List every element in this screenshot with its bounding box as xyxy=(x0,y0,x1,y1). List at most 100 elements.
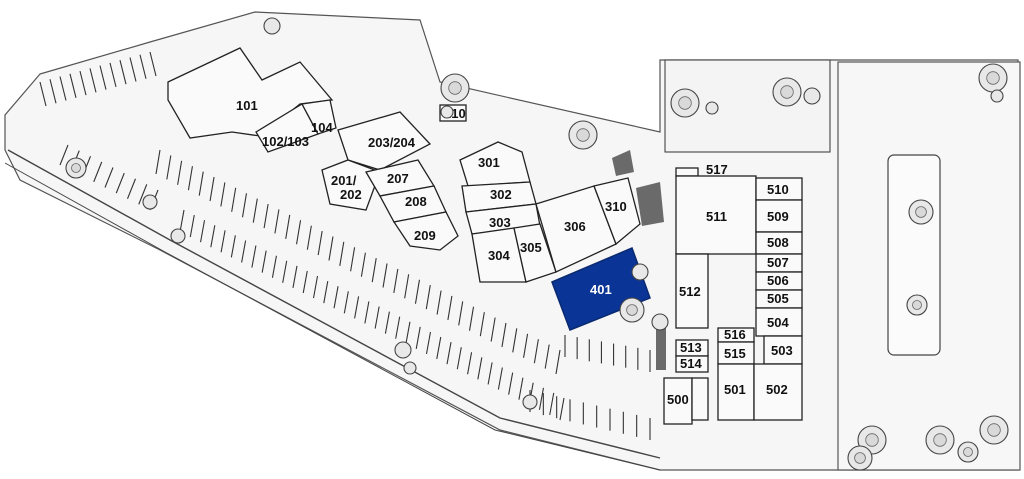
unit-302-label: 302 xyxy=(490,187,512,202)
parking-stall xyxy=(395,316,401,339)
building-503[interactable] xyxy=(763,335,803,365)
parking-stall xyxy=(241,240,247,263)
parking-stall xyxy=(274,209,280,234)
building-501[interactable] xyxy=(717,363,755,421)
parking-stall xyxy=(209,176,215,202)
parking-stall xyxy=(456,347,462,370)
parking-stall xyxy=(179,209,185,233)
building-500-annex xyxy=(691,377,709,421)
unit-515-label: 515 xyxy=(724,346,746,361)
parking-stall xyxy=(252,198,258,223)
parking-stall xyxy=(468,306,475,331)
unit-503-label: 503 xyxy=(771,343,793,358)
building-310[interactable] xyxy=(593,177,641,246)
building-514[interactable] xyxy=(675,355,709,373)
parking-stall xyxy=(282,260,288,283)
building-512[interactable] xyxy=(675,253,709,329)
road-curb-inner xyxy=(4,162,661,471)
building-504[interactable] xyxy=(755,307,803,337)
tree-core xyxy=(963,447,973,457)
tree-core xyxy=(912,300,922,310)
parking-stall xyxy=(339,241,345,266)
parking-stall xyxy=(306,225,312,250)
parking-stall xyxy=(374,306,380,329)
parking-stall xyxy=(295,220,302,245)
parking-stall xyxy=(59,76,67,101)
parking-stall xyxy=(187,166,193,191)
tree xyxy=(651,313,669,331)
tree xyxy=(990,89,1004,103)
tree xyxy=(394,341,412,359)
unit-504-label: 504 xyxy=(767,315,789,330)
parking-stall xyxy=(292,265,298,288)
unit-509-label: 509 xyxy=(767,209,789,224)
parking-stall xyxy=(371,258,377,283)
parking-stall xyxy=(323,281,329,304)
parking-stall xyxy=(149,51,157,77)
parking-stall xyxy=(126,178,137,199)
building-201-202[interactable] xyxy=(321,159,381,211)
parking-stall xyxy=(49,79,57,104)
parking-stall xyxy=(490,317,496,342)
parking-stall xyxy=(425,331,432,355)
parking-stall xyxy=(559,397,565,421)
unit-401-label: 401 xyxy=(590,282,612,297)
parking-stall xyxy=(384,311,390,334)
parking-stall xyxy=(343,291,349,314)
building-209[interactable] xyxy=(392,211,459,251)
unit-500-label: 500 xyxy=(667,392,689,407)
parking-stall xyxy=(271,255,277,278)
unit-201-202-label-a: 201/ xyxy=(331,173,357,188)
parking-stall xyxy=(220,230,226,253)
unit-102-103-label: 102/103 xyxy=(262,134,309,149)
unit-505-label: 505 xyxy=(767,291,789,306)
parking-stall xyxy=(210,225,216,248)
parking-stall xyxy=(404,274,410,299)
parking-stall xyxy=(59,144,69,166)
parking-stall xyxy=(328,236,334,261)
building-401-highlighted[interactable] xyxy=(551,246,651,331)
unit-301-label: 301 xyxy=(478,155,500,170)
parking-stall xyxy=(230,235,236,258)
unit-201-202-label-b: 202 xyxy=(340,187,362,202)
building-101[interactable] xyxy=(167,47,334,139)
parking-stall xyxy=(518,377,524,400)
parking-stall xyxy=(129,57,137,82)
parking-stall xyxy=(382,263,388,288)
building-301[interactable] xyxy=(459,141,531,187)
parking-stall xyxy=(89,68,97,93)
tree-core xyxy=(780,85,794,99)
parking-stall xyxy=(393,268,399,294)
building-502[interactable] xyxy=(753,363,803,421)
unit-516-label: 516 xyxy=(724,327,746,342)
building-517[interactable] xyxy=(675,167,699,177)
parking-stall xyxy=(467,352,473,375)
building-509[interactable] xyxy=(755,199,803,233)
tree-core xyxy=(986,71,1000,85)
unit-104-label: 104 xyxy=(311,120,333,135)
building-203-204[interactable] xyxy=(337,111,432,171)
unit-512-label: 512 xyxy=(679,284,701,299)
parking-stall xyxy=(177,160,183,185)
unit-511-label: 511 xyxy=(706,209,727,224)
parking-stall xyxy=(350,247,356,272)
building-511[interactable] xyxy=(675,175,757,255)
parking-stall xyxy=(93,161,103,183)
parking-stall xyxy=(99,65,107,90)
parking-stall xyxy=(155,149,161,175)
unit-507-label: 507 xyxy=(767,255,789,270)
unit-502-label: 502 xyxy=(766,382,788,397)
planter-strip xyxy=(636,182,664,226)
parking-stall xyxy=(501,322,507,348)
parking-stall xyxy=(199,220,206,243)
building-104[interactable] xyxy=(300,99,337,135)
parking-stall xyxy=(436,290,442,315)
tree xyxy=(263,17,281,35)
unit-207-label: 207 xyxy=(387,171,409,186)
parking-stall xyxy=(79,70,87,96)
unit-303-label: 303 xyxy=(489,215,511,230)
unit-501-label: 501 xyxy=(724,382,746,397)
unit-510-label: 510 xyxy=(767,182,789,197)
parking-stall xyxy=(538,387,545,410)
